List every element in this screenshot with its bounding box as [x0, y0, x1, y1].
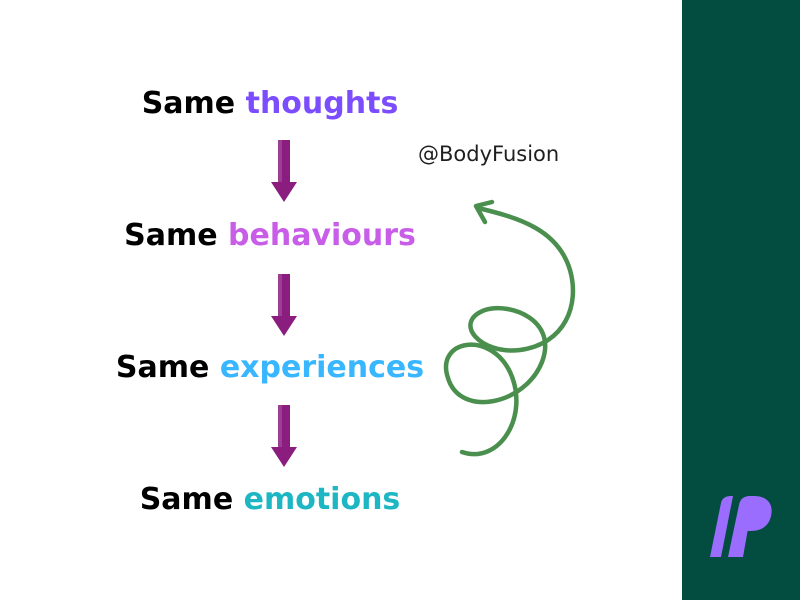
down-arrow-icon — [271, 274, 297, 336]
flow-step-thoughts: Same thoughts — [50, 86, 490, 122]
flow-step-word: emotions — [243, 482, 401, 517]
flow-step-lead: Same — [141, 86, 236, 121]
down-arrow-icon — [271, 405, 297, 467]
flow-step-word: experiences — [219, 350, 425, 385]
brand-logo — [710, 496, 772, 557]
down-arrow-icon — [271, 140, 297, 202]
flow-step-experiences: Same experiences — [50, 350, 490, 386]
flow-step-lead: Same — [139, 482, 234, 517]
flow-step-behaviours: Same behaviours — [50, 218, 490, 254]
flow-step-lead: Same — [124, 218, 218, 253]
flow-step-emotions: Same emotions — [50, 482, 490, 518]
loop-arrow-icon — [443, 199, 576, 457]
flow-step-lead: Same — [115, 350, 210, 385]
flow-step-word: thoughts — [245, 86, 399, 121]
author-handle: @BodyFusion — [418, 142, 560, 166]
flow-step-word: behaviours — [228, 218, 416, 253]
